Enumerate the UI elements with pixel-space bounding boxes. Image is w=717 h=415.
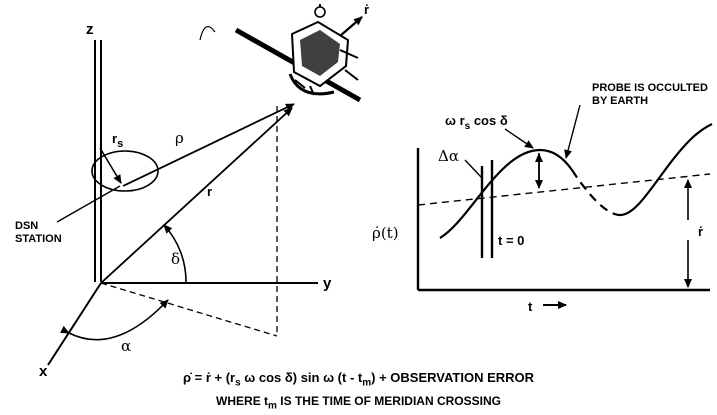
projection-lines bbox=[100, 106, 278, 337]
rho-label: ρ bbox=[175, 129, 184, 147]
alpha-label: α bbox=[121, 337, 131, 355]
t-axis-label: t bbox=[528, 299, 533, 314]
plot-frame bbox=[416, 148, 710, 292]
dsn-pointer bbox=[56, 185, 121, 223]
t-zero-label: t = 0 bbox=[498, 233, 524, 248]
r-dot-level-label: ṙ bbox=[698, 224, 703, 239]
r-vector bbox=[100, 107, 293, 284]
occulted-segment bbox=[571, 169, 621, 217]
delta-arc bbox=[163, 224, 187, 284]
mean-rdot-line bbox=[417, 173, 711, 206]
probe-spacecraft-icon bbox=[199, 4, 362, 103]
occulted-label-line1: PROBE IS OCCULTED bbox=[592, 82, 708, 94]
delta-label: δ bbox=[171, 250, 180, 268]
rs-vector bbox=[99, 147, 122, 184]
dsn-station-label-line2: STATION bbox=[15, 233, 62, 245]
rs-label: rs bbox=[112, 131, 123, 150]
r-dot-label: ṙ bbox=[364, 2, 369, 17]
y-axis-label: y bbox=[323, 275, 332, 292]
range-rate-curve-resumed bbox=[619, 123, 713, 217]
dsn-station-label-line1: DSN bbox=[15, 220, 38, 232]
range-rate-curve bbox=[439, 148, 573, 239]
rho-vector bbox=[122, 103, 295, 187]
r-label: r bbox=[207, 184, 212, 199]
occulted-label-line2: BY EARTH bbox=[592, 95, 648, 107]
rho-dot-axis-label: ρ̇(t) bbox=[372, 224, 399, 242]
range-rate-equation: ρ̇ = ṙ + (rs ω cos δ) sin ω (t - tm) + O… bbox=[182, 370, 535, 389]
equation-caption: WHERE tm IS THE TIME OF MERIDIAN CROSSIN… bbox=[216, 394, 501, 412]
amplitude-pointer bbox=[504, 128, 534, 149]
delta-alpha-pointer bbox=[464, 159, 483, 179]
z-axis-label: z bbox=[86, 21, 94, 38]
delta-alpha-label: Δα bbox=[438, 147, 459, 165]
occultation-pointer bbox=[564, 104, 581, 159]
coordinate-frame bbox=[47, 40, 318, 366]
r-dot-vector bbox=[339, 16, 363, 37]
x-axis-label: x bbox=[39, 363, 48, 380]
earth-rotation-circle bbox=[91, 150, 159, 192]
amplitude-label: ω rs cos δ bbox=[445, 113, 508, 132]
alpha-arc bbox=[60, 299, 169, 341]
